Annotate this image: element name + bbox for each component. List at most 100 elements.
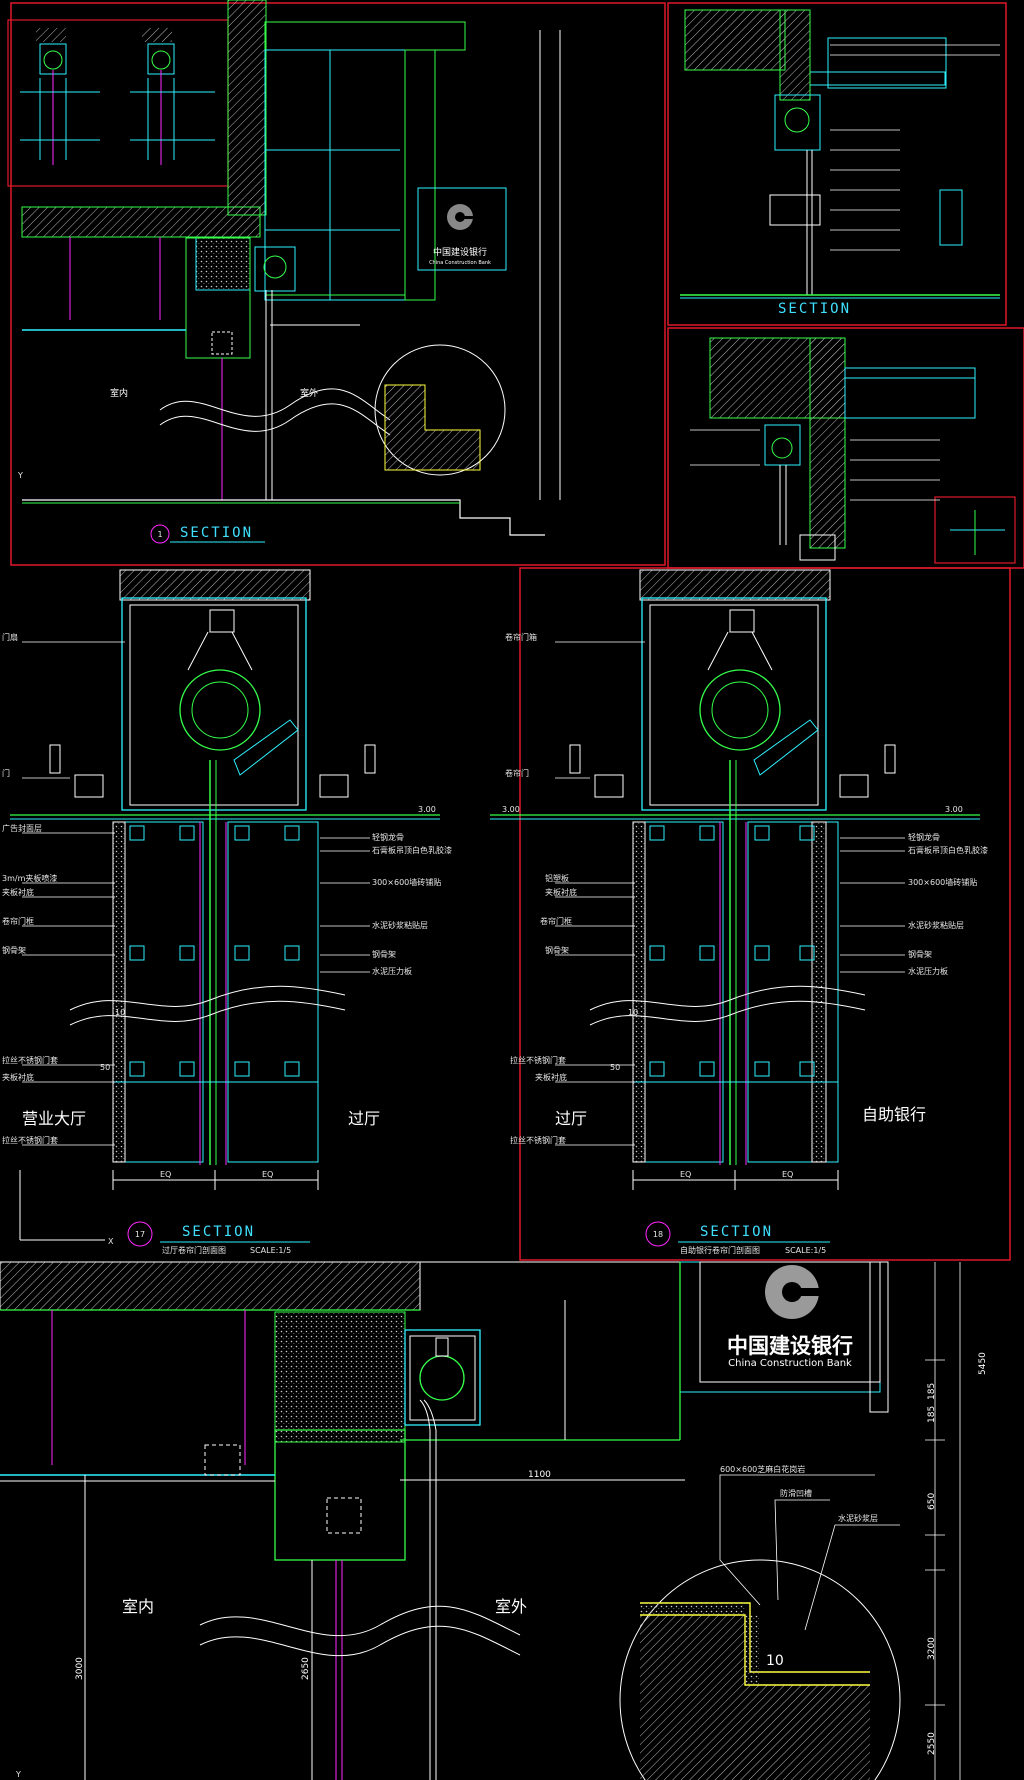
dim-eq-right: EQ [262,1170,273,1179]
x-axis-glyph: X [108,1237,114,1246]
section-18-scale: SCALE:1/5 [785,1246,826,1255]
label-text: 水泥压力板 [372,966,412,976]
level-label: 3.00 [418,805,436,814]
dim-2550: 2550 [927,1732,937,1755]
break-line [159,388,391,421]
dim-50: 50 [610,1063,620,1072]
section-1-number: 1 [157,530,162,539]
y-axis-glyph: Y [17,471,23,480]
enlarged-slab [0,1261,421,1311]
label-text: 拉丝不锈钢门套 [510,1135,566,1145]
dim-185b: 185 [927,1406,937,1423]
label-text: 夹板衬底 [535,1072,567,1082]
logo-cn-large: 中国建设银行 [727,1334,853,1358]
label-text: 钢骨架 [2,945,26,955]
panel5-right-labels: 轻钢龙骨 石膏板吊顶白色乳胶漆 300×600墙砖铺贴 水泥砂浆粘贴层 钢骨架 … [908,832,988,976]
roller-box-large [404,1329,481,1426]
bank-logo-small: 中国建设银行 China Construction Bank [429,204,491,266]
label-text: 夹板衬底 [2,1072,34,1082]
label-text: 广告封面层 [2,823,42,833]
panel5-left-labels: 卷帘门箱 卷帘门 铝塑板 夹板衬底 卷帘门框 钢骨架 拉丝不锈钢门套 夹板衬底 … [505,632,577,1145]
indoor-label: 室内 [110,387,128,399]
panel-1-frame [10,2,666,566]
section-tag-18: 18 SECTION 自助银行卷帘门剖面图 SCALE:1/5 [645,1221,830,1255]
room-label-lobby: 过厅 [555,1109,587,1128]
label-text: 钢骨架 [545,945,569,955]
detail-circle-large [619,1559,901,1780]
label-text: 轻钢龙骨 [372,832,404,842]
section-1-word: SECTION [180,525,253,541]
label-text: 拉丝不锈钢门套 [2,1135,58,1145]
sign-box [417,187,507,271]
dim-3000: 3000 [75,1657,85,1680]
dim-5450: 5450 [978,1352,988,1375]
slab [684,9,786,71]
panel-section-17: EQ EQ 10 50 3.00 门扇 门 广告封面层 3m/m夹板喷漆 夹板衬… [0,569,521,1261]
beam-frame [185,237,251,359]
dim-2650: 2650 [301,1657,311,1680]
label-text: 卷帘门框 [2,916,34,926]
logo-en-large: China Construction Bank [728,1358,852,1369]
roller-drum-large [419,1355,465,1401]
section-2-word: SECTION [778,301,851,317]
label-text: 钢骨架 [372,949,396,959]
label-text: 卷帘门框 [540,916,572,926]
beam [195,237,251,291]
label-text: 卷帘门箱 [505,632,537,642]
indoor-label-large: 室内 [122,1597,154,1616]
dim-10: 10 [628,1008,638,1017]
label-text: 3m/m夹板喷漆 [2,873,57,883]
label-text: 夹板衬底 [545,887,577,897]
label-text: 门 [2,768,10,778]
roller-drum [263,255,287,279]
column-slab [227,0,267,216]
panel4-left-labels: 门扇 门 广告封面层 3m/m夹板喷漆 夹板衬底 卷帘门框 钢骨架 拉丝不锈钢门… [2,632,58,1145]
label-text: 水泥砂浆粘贴层 [372,920,428,930]
panel-section-2: SECTION [667,2,1007,326]
label-text: 门扇 [2,632,18,642]
section-18-word: SECTION [700,1224,773,1240]
detail-label-granite: 600×600芝麻白花岗岩 [720,1464,805,1474]
section-18-caption: 自助银行卷帘门剖面图 [680,1245,760,1255]
section-17-caption: 过厅卷帘门剖面图 [162,1245,226,1255]
section-tag-1: 1 SECTION [150,524,265,544]
roller-housing [121,597,307,811]
dim-50: 50 [100,1063,110,1072]
label-text: 300×600墙砖铺贴 [908,877,977,887]
dim-eq-left: EQ [160,1170,171,1179]
label-text: 拉丝不锈钢门套 [510,1055,566,1065]
logo-en-small: China Construction Bank [429,260,491,266]
roller-drum-18 [699,669,781,751]
section-17-number: 17 [135,1230,145,1239]
room-label-lobby: 过厅 [348,1109,380,1128]
section-18-number: 18 [653,1230,663,1239]
dim-1100: 1100 [528,1470,551,1480]
panel-section-3 [667,327,1024,569]
ceiling-slab [21,206,261,238]
section-tag-17: 17 SECTION 过厅卷帘门剖面图 SCALE:1/5 [127,1221,310,1255]
logo-cn-small: 中国建设银行 [433,246,487,258]
inset-thumbnail-frame [7,19,229,187]
panel-section-1: 中国建设银行 China Construction Bank 室内 室外 [7,0,666,566]
bank-logo-large: 中国建设银行 China Construction Bank [727,1265,853,1369]
label-text: 石膏板吊顶白色乳胶漆 [372,845,452,855]
section-17-word: SECTION [182,1224,255,1240]
panel-section-enlarged: 中国建设银行 China Construction Bank 1100 [0,1261,988,1780]
outdoor-label-large: 室外 [495,1597,527,1616]
panel4-right-labels: 轻钢龙骨 石膏板吊顶白色乳胶漆 300×600墙砖铺贴 水泥砂浆粘贴层 钢骨架 … [372,832,452,976]
dim-eq-right: EQ [782,1170,793,1179]
panel-18-frame [519,567,1011,1261]
label-text: 卷帘门 [505,768,529,778]
dim-185a: 185 [927,1383,937,1400]
dim-650: 650 [927,1493,937,1510]
inset-thumbnail [20,28,215,165]
section-17-scale: SCALE:1/5 [250,1246,291,1255]
detail-label-antislip: 防滑凹槽 [780,1488,812,1498]
label-text: 水泥砂浆粘贴层 [908,920,964,930]
label-text: 300×600墙砖铺贴 [372,877,441,887]
label-text: 钢骨架 [908,949,932,959]
detail-circle [374,344,506,476]
canopy [264,21,466,301]
room-label-self-service: 自助银行 [862,1105,926,1124]
